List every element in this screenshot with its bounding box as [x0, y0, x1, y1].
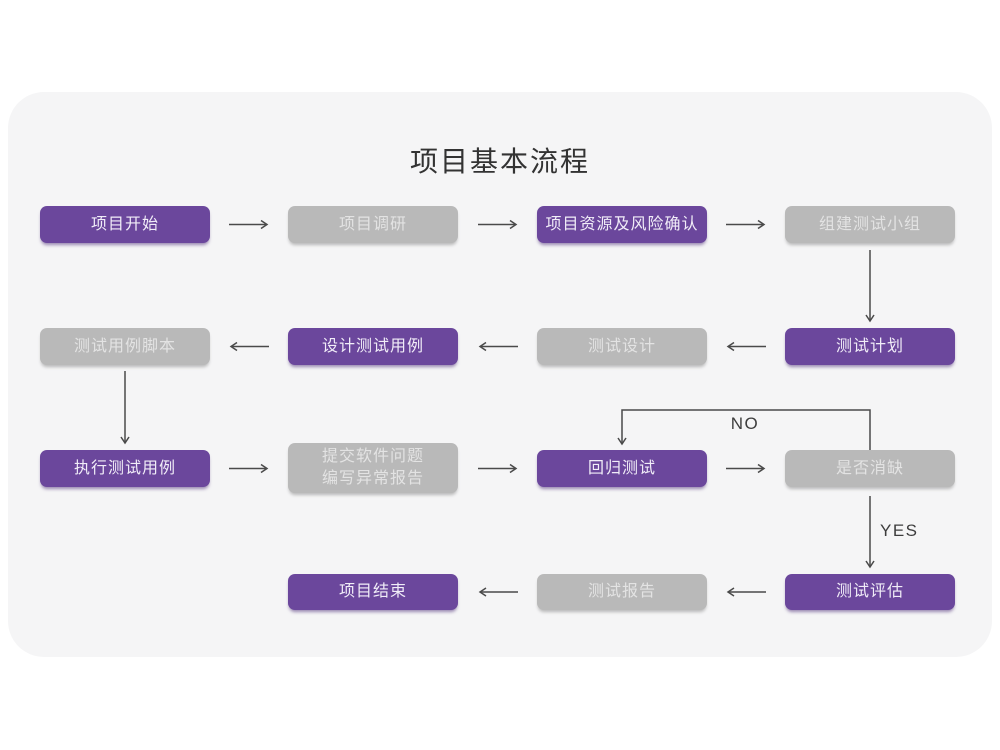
node-test-evaluation: 测试评估	[785, 574, 955, 610]
node-regression-test: 回归测试	[537, 450, 707, 487]
yes-branch-label: YES	[880, 521, 919, 540]
page-title: 项目基本流程	[409, 146, 590, 177]
node-project-start: 项目开始	[40, 206, 210, 243]
node-build-test-team: 组建测试小组	[785, 206, 955, 243]
no-branch-label: NO	[730, 414, 760, 433]
node-execute-test-cases: 执行测试用例	[40, 450, 210, 487]
node-submit-issue-report: 提交软件问题 编写异常报告	[288, 443, 458, 493]
node-project-end: 项目结束	[288, 574, 458, 610]
node-test-design: 测试设计	[537, 328, 707, 365]
node-project-research: 项目调研	[288, 206, 458, 243]
node-resources-risk-confirm: 项目资源及风险确认	[537, 206, 707, 243]
node-defect-cleared: 是否消缺	[785, 450, 955, 487]
arrow-no-loop	[617, 409, 871, 450]
node-test-report: 测试报告	[537, 574, 707, 610]
flowchart-card	[8, 92, 992, 657]
node-test-case-script: 测试用例脚本	[40, 328, 210, 365]
node-test-plan: 测试计划	[785, 328, 955, 365]
node-design-test-cases: 设计测试用例	[288, 328, 458, 365]
